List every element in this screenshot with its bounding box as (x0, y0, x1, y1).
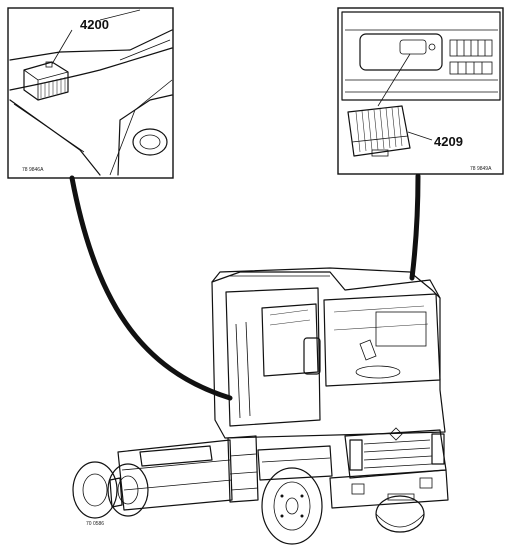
callout-4200: 4200 (80, 17, 109, 32)
right-inset-panel: 4209 78 9849A (337, 7, 504, 175)
left-inset-ref-code: 78 9846A (22, 167, 44, 173)
truck-drawing (72, 267, 449, 545)
right-inset-ref-code: 78 9849A (470, 166, 492, 172)
connector-left (69, 175, 233, 401)
truck-ref-code: 70 0586 (86, 521, 104, 527)
connector-right (409, 173, 421, 281)
unit-4200-drawing (23, 61, 69, 101)
unit-4209-drawing (347, 105, 411, 157)
callout-4209: 4209 (434, 134, 463, 149)
left-inset-panel: 4200 78 9846A (7, 7, 174, 179)
